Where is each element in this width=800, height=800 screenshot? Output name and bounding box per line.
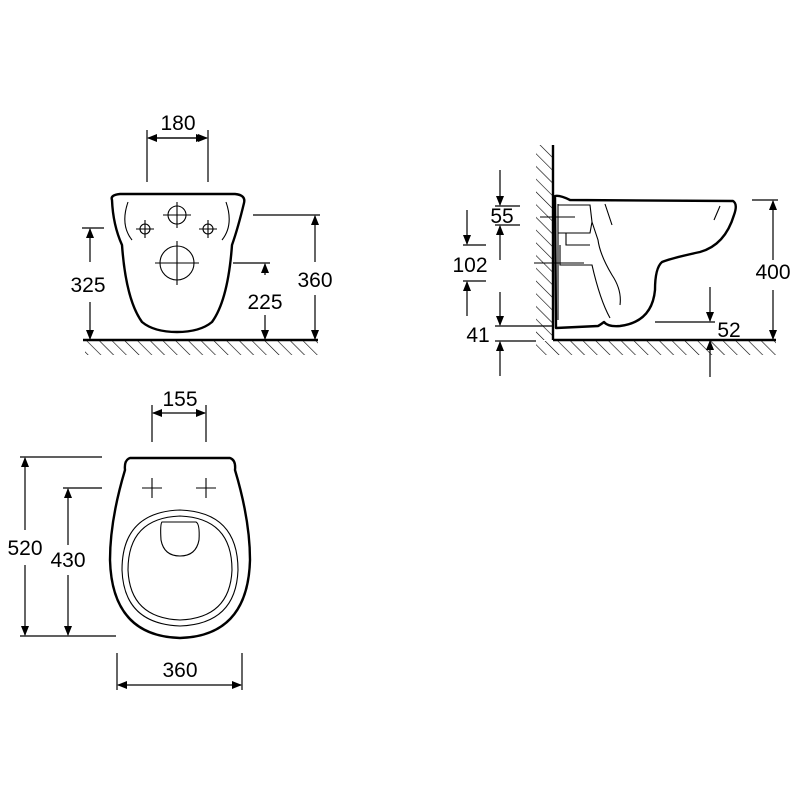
dim-41: 41 [466, 324, 489, 347]
toilet-side-outline [553, 194, 737, 330]
dim-225: 225 [247, 291, 282, 314]
dim-430: 430 [50, 549, 85, 572]
seat-outline [121, 509, 239, 627]
dim-102: 102 [452, 254, 487, 277]
floor-hatch [536, 341, 776, 355]
top-view: 155 520 430 360 [7, 388, 252, 690]
dim-155: 155 [162, 388, 197, 411]
dim-400: 400 [755, 261, 790, 284]
dim-55: 55 [490, 205, 513, 228]
toilet-front-outline [110, 192, 246, 334]
floor-hatch [85, 341, 318, 355]
side-view: 400 52 55 102 41 [452, 145, 791, 377]
dim-520: 520 [7, 537, 42, 560]
wall-hatch [536, 145, 553, 340]
front-view: 180 325 225 360 [70, 112, 333, 355]
dim-360-top: 360 [162, 659, 197, 682]
lid-hinge-icon [160, 521, 200, 557]
dim-52: 52 [717, 319, 740, 342]
dim-325: 325 [70, 274, 105, 297]
dim-360-front: 360 [297, 269, 332, 292]
toilet-top-outline [108, 456, 252, 640]
dim-180: 180 [160, 112, 195, 135]
